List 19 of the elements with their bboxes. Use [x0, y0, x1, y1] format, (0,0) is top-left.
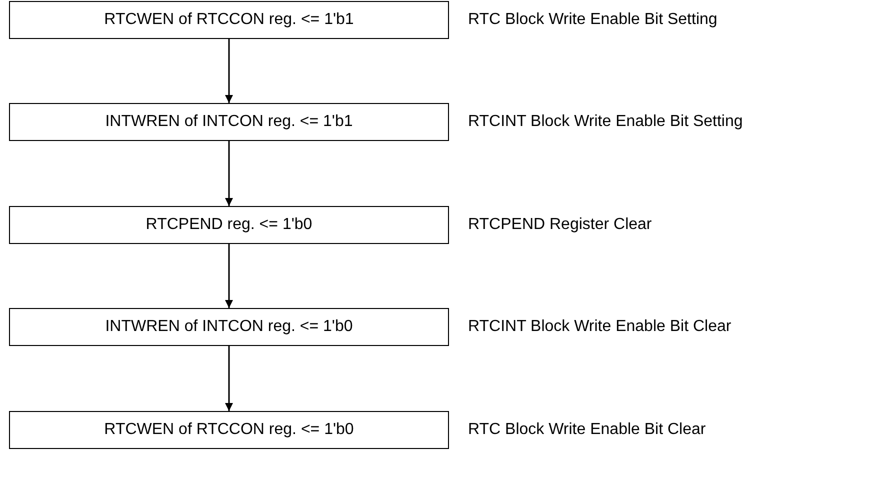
arrow: [225, 141, 233, 206]
process-box: [9, 308, 449, 346]
step-description: RTCPEND Register Clear: [468, 216, 652, 234]
step-text: RTCWEN of RTCCON reg. <= 1'b0: [104, 421, 354, 439]
process-box: [9, 1, 449, 39]
process-box: [9, 103, 449, 141]
process-box: [9, 411, 449, 449]
step-text: INTWREN of INTCON reg. <= 1'b0: [105, 318, 353, 336]
arrow: [225, 39, 233, 103]
step-description: RTC Block Write Enable Bit Setting: [468, 11, 718, 29]
step-text: RTCWEN of RTCCON reg. <= 1'b1: [104, 11, 354, 29]
process-box: [9, 206, 449, 244]
step-text: INTWREN of INTCON reg. <= 1'b1: [105, 113, 353, 131]
arrow: [225, 244, 233, 308]
step-description: RTC Block Write Enable Bit Clear: [468, 421, 706, 439]
arrow: [225, 346, 233, 411]
step-description: RTCINT Block Write Enable Bit Setting: [468, 113, 743, 131]
step-description: RTCINT Block Write Enable Bit Clear: [468, 318, 732, 336]
step-text: RTCPEND reg. <= 1'b0: [146, 216, 312, 234]
